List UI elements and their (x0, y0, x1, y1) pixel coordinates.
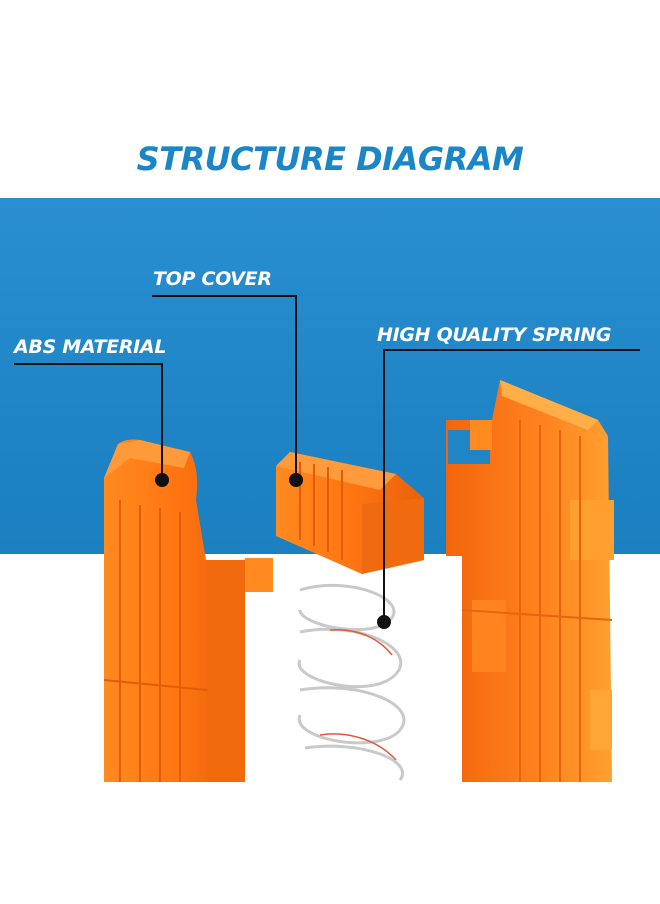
spring-part (297, 583, 406, 781)
top-cover-part (276, 452, 424, 574)
leader-line-abs-material (14, 363, 169, 487)
right-shell-part (446, 380, 614, 782)
leader-line-spring (377, 349, 640, 629)
left-shell-part (103, 439, 273, 782)
diagram-title: STRUCTURE DIAGRAM (136, 140, 524, 178)
label-high-quality-spring: HIGH QUALITY SPRING (377, 324, 612, 346)
label-top-cover: TOP COVER (153, 268, 272, 290)
label-abs-material: ABS MATERIAL (14, 336, 167, 358)
leader-line-top-cover (152, 295, 303, 487)
